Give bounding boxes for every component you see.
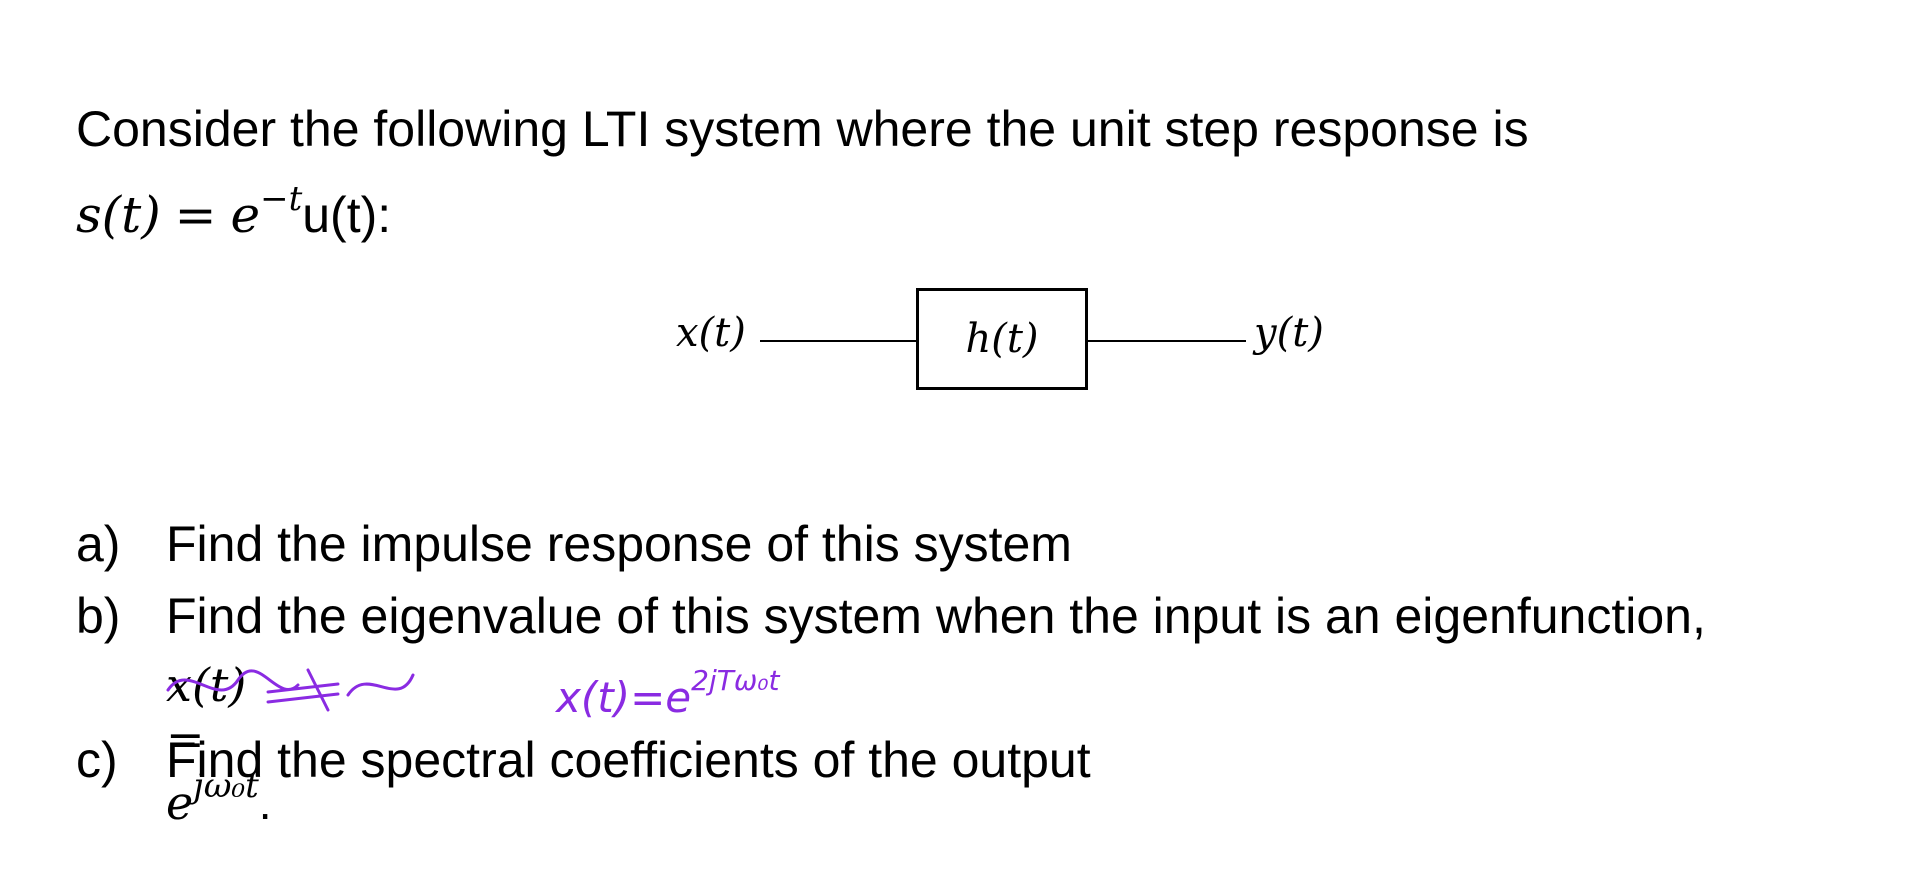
question-text: Find the eigenvalue of this system when … [166, 588, 1706, 644]
step-response-formula: s(t) = e−tu(t): [76, 164, 1529, 250]
output-wire [1088, 340, 1246, 342]
problem-statement: Consider the following LTI system where … [76, 94, 1529, 250]
correction-base: x(t)=e [556, 673, 692, 722]
question-marker: c) [76, 732, 118, 788]
formula-tail: u(t): [302, 187, 392, 243]
handwritten-correction: x(t)=e2jTω₀t [556, 664, 780, 722]
block-label: h(t) [965, 316, 1039, 362]
question-text: Find the impulse response of this system [166, 516, 1072, 572]
formula-exponent: −t [260, 179, 303, 219]
input-label: x(t) [676, 310, 746, 356]
strikethrough-scribble [166, 668, 415, 712]
block-diagram: x(t) h(t) y(t) [660, 280, 1360, 410]
intro-line-1: Consider the following LTI system where … [76, 101, 1529, 157]
formula-base: e [230, 186, 261, 244]
input-wire [760, 340, 916, 342]
formula-equals: = [174, 186, 217, 244]
system-block: h(t) [916, 288, 1088, 390]
question-marker: b) [76, 588, 121, 644]
eigenfunction-period: . [258, 777, 272, 829]
correction-exponent: 2jTω₀t [691, 664, 780, 697]
formula-lhs: s(t) [76, 186, 161, 244]
question-text: Find the spectral coefficients of the ou… [166, 732, 1091, 788]
question-marker: a) [76, 516, 121, 572]
output-label: y(t) [1254, 310, 1324, 356]
eigenfunction-exponent: jω₀t [193, 766, 259, 806]
